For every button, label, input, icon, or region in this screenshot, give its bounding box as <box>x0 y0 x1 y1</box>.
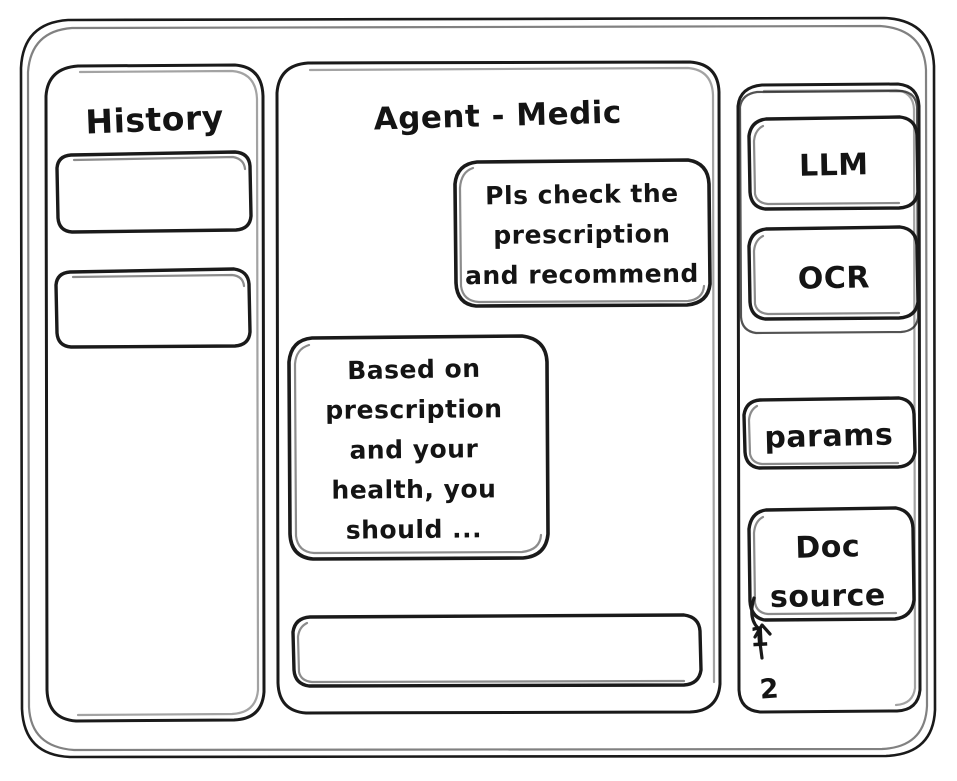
history-item-1[interactable] <box>55 150 253 234</box>
tool-button-llm-label: LLM <box>799 147 869 183</box>
svg-text:and your: and your <box>349 434 478 465</box>
doc-source-reference-2: 2 <box>759 673 780 705</box>
message-bubble-user <box>453 158 712 308</box>
doc-source-arrow-icon <box>750 596 772 660</box>
params-box-label: params <box>764 417 894 455</box>
tool-button-ocr[interactable]: OCR <box>747 225 920 321</box>
agent-panel <box>275 60 722 715</box>
doc-source-reference-1: 1 <box>749 622 770 654</box>
svg-text:prescription: prescription <box>493 219 670 250</box>
doc-source-label-line-2: source <box>770 578 886 615</box>
svg-text:prescription: prescription <box>325 394 502 425</box>
svg-text:Based on: Based on <box>347 354 481 385</box>
message-text-assistant: Based on prescription and your health, y… <box>325 354 502 545</box>
svg-text:health, you: health, you <box>331 474 496 504</box>
params-box[interactable]: params <box>742 396 917 470</box>
svg-text:and recommend: and recommend <box>465 259 699 290</box>
history-title: History <box>85 97 225 141</box>
app-window-frame <box>19 16 937 759</box>
history-item-2[interactable] <box>54 267 252 349</box>
message-bubble-assistant <box>287 334 550 561</box>
message-text-user: Pls check the prescription and recommend <box>465 179 699 291</box>
tools-group-container <box>738 89 920 335</box>
agent-panel-title: Agent - Medic <box>373 95 622 138</box>
tool-button-llm[interactable]: LLM <box>747 115 920 211</box>
doc-source-label-line-1: Doc <box>795 529 861 566</box>
message-input[interactable] <box>291 613 703 688</box>
svg-text:Pls check the: Pls check the <box>485 179 679 211</box>
svg-text:should ...: should ... <box>346 514 483 544</box>
tool-button-ocr-label: OCR <box>797 260 870 296</box>
doc-source-box[interactable]: Doc source <box>747 506 916 622</box>
history-panel <box>44 63 266 723</box>
